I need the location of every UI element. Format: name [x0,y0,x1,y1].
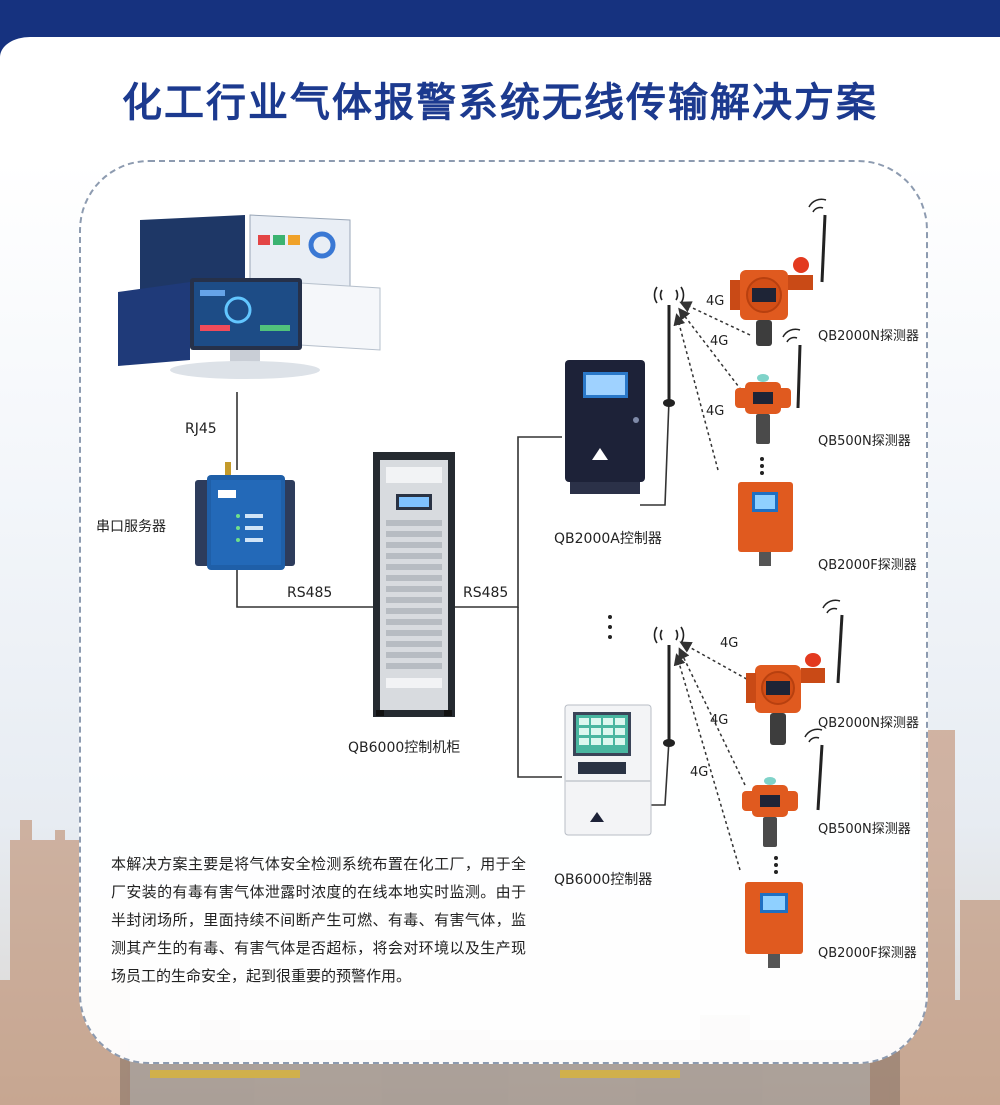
connection-lines [236,392,670,806]
page-title: 化工行业气体报警系统无线传输解决方案 [122,80,878,126]
signal-4g-label: 4G [710,334,729,349]
signal-4g-label: 4G [720,636,739,651]
detector-qb2000n-bottom [746,599,844,745]
detector-bottom-3-label: QB2000F探测器 [818,946,917,961]
controller-b-label: QB6000控制器 [554,872,653,888]
detector-qb2000n-top [730,198,827,346]
top-banner-curve [0,37,60,57]
detector-top-3-label: QB2000F探测器 [818,558,917,573]
solution-description: 本解决方案主要是将气体安全检测系统布置在化工厂，用于全厂安装的有毒有害气体泄露时… [111,855,526,985]
signal-4g-label: 4G [710,713,729,728]
wireless-4g-arrows [673,301,753,871]
detector-qb2000f-bottom [745,882,803,968]
rj45-label: RJ45 [185,421,217,437]
detector-top-1-label: QB2000N探测器 [818,329,919,344]
qb2000a-controller-device [565,360,645,494]
qb6000-controller-device [564,704,652,836]
serial-server-label: 串口服务器 [96,519,166,535]
cabinet-label: QB6000控制机柜 [348,740,461,756]
monitoring-software-screens [118,214,381,379]
detector-qb500n-bottom [742,728,824,847]
detector-qb2000f-top [738,482,793,566]
rs485-right-label: RS485 [463,585,509,601]
control-cabinet [373,452,455,717]
controller-a-label: QB2000A控制器 [554,531,662,547]
serial-server-device [195,462,295,570]
continuation-dots [608,457,778,874]
top-banner [0,0,1000,37]
signal-4g-label: 4G [706,404,725,419]
detector-top-2-label: QB500N探测器 [818,434,911,449]
rs485-left-label: RS485 [287,585,333,601]
signal-4g-label: 4G [706,294,725,309]
signal-4g-label: 4G [690,765,709,780]
controller-antennas [653,286,685,747]
detector-qb500n-top [735,328,802,444]
detector-bottom-1-label: QB2000N探测器 [818,716,919,731]
detector-bottom-2-label: QB500N探测器 [818,822,911,837]
